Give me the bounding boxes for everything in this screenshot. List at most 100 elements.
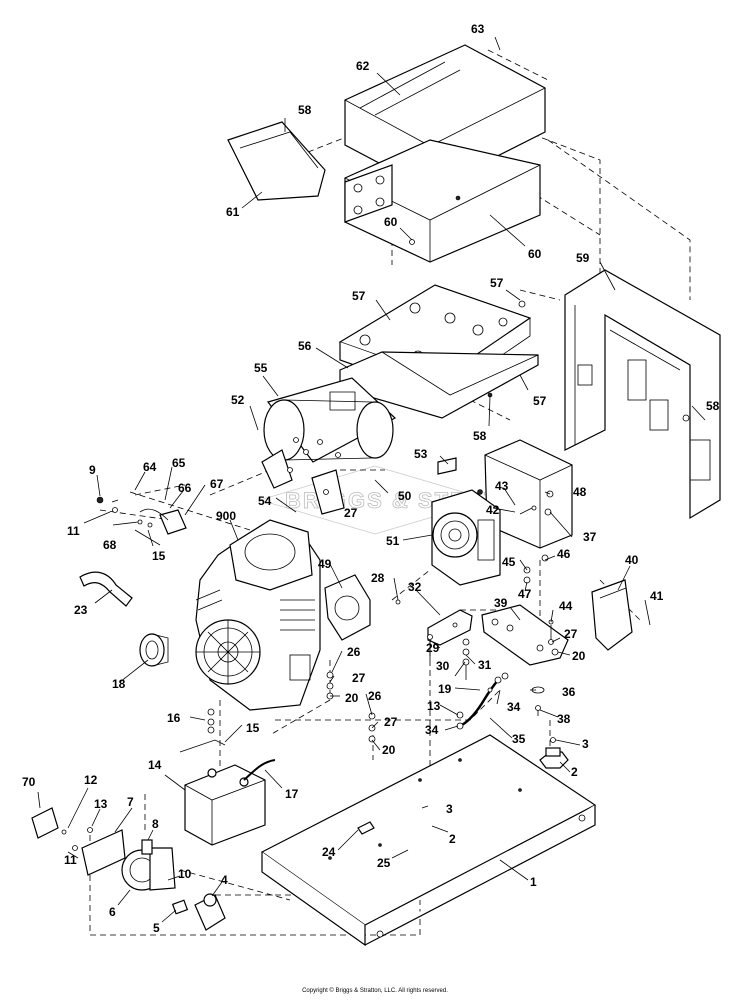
callout-13: 13 <box>94 797 108 811</box>
part-8-fitting <box>141 839 153 855</box>
part-14-battery <box>184 764 266 846</box>
callout-58: 58 <box>298 103 312 117</box>
callout-34: 34 <box>507 700 521 714</box>
callout-61: 61 <box>226 205 240 219</box>
callout-4: 4 <box>221 873 228 887</box>
part-18-adapter <box>139 633 169 667</box>
callout-59: 59 <box>576 251 590 265</box>
part-39-bracket <box>481 604 569 666</box>
callout-2: 2 <box>571 765 578 779</box>
part-51-alternator <box>431 439 573 586</box>
callout-30: 30 <box>436 659 450 673</box>
callout-20: 20 <box>382 743 396 757</box>
callout-20: 20 <box>572 649 586 663</box>
callout-58: 58 <box>706 399 720 413</box>
callout-54: 54 <box>258 494 272 508</box>
callout-55: 55 <box>254 361 268 375</box>
callout-51: 51 <box>386 534 400 548</box>
callout-44: 44 <box>559 599 573 613</box>
callout-27: 27 <box>384 715 398 729</box>
callout-14: 14 <box>148 758 162 772</box>
part-53-label <box>437 457 457 475</box>
callout-13: 13 <box>427 699 441 713</box>
callout-60: 60 <box>384 215 398 229</box>
callout-58: 58 <box>473 429 487 443</box>
parts-64-68-linkage <box>96 496 187 546</box>
callout-57: 57 <box>490 276 504 290</box>
callout-49: 49 <box>318 557 332 571</box>
callout-53: 53 <box>414 447 428 461</box>
callout-57: 57 <box>533 394 547 408</box>
callout-7: 7 <box>127 795 134 809</box>
callout-leader-lines <box>37 36 706 923</box>
part-35-ground-cable <box>456 672 509 730</box>
callout-67: 67 <box>210 477 224 491</box>
callout-12: 12 <box>84 773 98 787</box>
part-55-muffler <box>261 377 397 515</box>
part-4-solenoid-valve <box>194 893 226 931</box>
part-59-side-enclosure <box>564 269 721 520</box>
callout-labels: 63 62 58 61 60 60 59 57 57 56 55 57 58 5… <box>22 22 720 935</box>
callout-64: 64 <box>143 460 157 474</box>
part-2-isolator-mount-right <box>539 737 569 769</box>
part-17-battery-cable <box>243 759 276 781</box>
callout-3: 3 <box>582 737 589 751</box>
callout-63: 63 <box>471 22 485 36</box>
part-900-engine <box>195 519 321 711</box>
part-60-enclosure-side <box>344 139 541 263</box>
callout-11: 11 <box>64 853 77 867</box>
callout-70: 70 <box>22 775 36 789</box>
callout-26: 26 <box>368 689 382 703</box>
callout-6: 6 <box>109 905 116 919</box>
callout-27: 27 <box>344 506 358 520</box>
part-61-panel <box>227 121 326 201</box>
callout-27: 27 <box>564 627 578 641</box>
callout-2: 2 <box>449 832 456 846</box>
callout-28: 28 <box>371 571 385 585</box>
callout-34: 34 <box>425 723 439 737</box>
callout-50: 50 <box>398 489 412 503</box>
callout-27: 27 <box>352 671 366 685</box>
parts-11-13-hardware <box>61 827 93 851</box>
callout-38: 38 <box>557 712 571 726</box>
callout-68: 68 <box>103 538 117 552</box>
callout-35: 35 <box>512 732 526 746</box>
callout-66: 66 <box>178 481 192 495</box>
part-1-base-frame <box>260 734 597 947</box>
callout-20: 20 <box>345 691 359 705</box>
callout-17: 17 <box>285 787 299 801</box>
callout-23: 23 <box>74 603 88 617</box>
part-32-bracket <box>427 609 473 646</box>
callout-16: 16 <box>167 711 181 725</box>
callout-15: 15 <box>246 721 260 735</box>
callout-45: 45 <box>502 555 516 569</box>
callout-41: 41 <box>650 589 664 603</box>
callout-62: 62 <box>356 59 370 73</box>
callout-26: 26 <box>347 645 361 659</box>
part-6-regulator <box>121 847 176 891</box>
parts-36-38-44-hardware <box>531 619 554 716</box>
copyright-notice: Copyright © Briggs & Stratton, LLC. All … <box>302 988 448 994</box>
callout-1: 1 <box>530 875 537 889</box>
callout-39: 39 <box>494 596 508 610</box>
callout-52: 52 <box>231 393 245 407</box>
callout-29: 29 <box>426 641 440 655</box>
callout-24: 24 <box>322 845 336 859</box>
callout-56: 56 <box>298 339 312 353</box>
callout-40: 40 <box>625 553 639 567</box>
part-7-bracket <box>81 829 126 876</box>
callout-42: 42 <box>486 503 500 517</box>
callout-25: 25 <box>377 856 391 870</box>
callout-9: 9 <box>89 463 96 477</box>
callout-47: 47 <box>518 587 532 601</box>
callout-31: 31 <box>478 658 492 672</box>
callout-18: 18 <box>112 677 126 691</box>
callout-10: 10 <box>178 867 192 881</box>
part-5-fitting <box>171 899 189 915</box>
alternator-hardware <box>477 489 554 584</box>
callout-3: 3 <box>446 802 453 816</box>
callout-65: 65 <box>172 456 186 470</box>
callout-46: 46 <box>557 547 571 561</box>
callout-11: 11 <box>67 524 80 538</box>
